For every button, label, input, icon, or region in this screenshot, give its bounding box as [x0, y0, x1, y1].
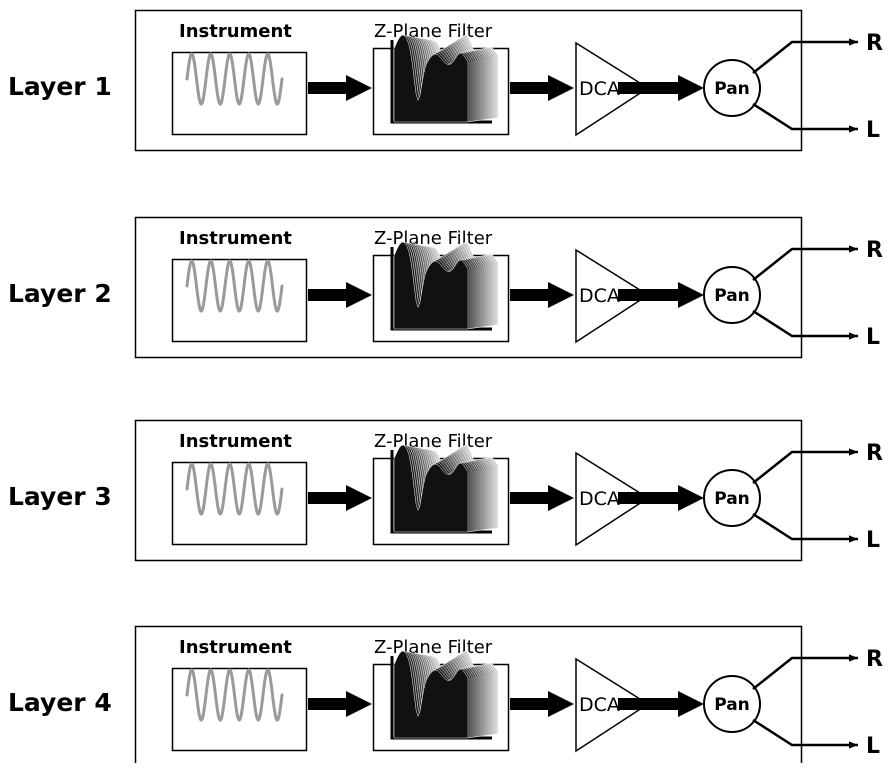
- arrow-dca-to-pan: [618, 282, 704, 308]
- sine-wave-icon: [185, 259, 284, 313]
- filter-label: Z-Plane Filter: [374, 637, 493, 658]
- filter-label: Z-Plane Filter: [374, 228, 493, 249]
- dca-label: DCA: [579, 78, 620, 100]
- arrow-filter-to-dca: [510, 75, 574, 101]
- arrow-instrument-to-filter: [308, 691, 372, 717]
- z-plane-surface-icon: [390, 241, 499, 331]
- instrument-box: [171, 667, 308, 752]
- arrow-filter-to-dca: [510, 485, 574, 511]
- filter-surface-slice: [393, 34, 469, 123]
- circle-pan-icon: [703, 675, 761, 733]
- triangle-amplifier-icon: [575, 41, 650, 137]
- left-output-arrow: [752, 718, 858, 749]
- circle-pan-icon: [703, 266, 761, 324]
- layer-label: Layer 2: [8, 279, 112, 308]
- layer-frame: [134, 216, 803, 359]
- filter-label: Z-Plane Filter: [374, 21, 493, 42]
- pan-label: Pan: [714, 286, 750, 306]
- right-output-label: R: [866, 31, 883, 56]
- sine-wave-icon: [185, 462, 284, 516]
- arrow-dca-to-pan: [618, 75, 704, 101]
- right-output-arrow: [752, 654, 858, 690]
- dca-label: DCA: [579, 285, 620, 307]
- pan-label: Pan: [714, 79, 750, 99]
- instrument-box: [171, 258, 308, 343]
- triangle-amplifier-icon: [575, 248, 650, 344]
- instrument-box: [171, 51, 308, 136]
- left-output-arrow: [752, 102, 858, 133]
- instrument-label: Instrument: [179, 431, 292, 452]
- pan-label: Pan: [714, 489, 750, 509]
- left-output-arrow: [752, 309, 858, 340]
- left-output-label: L: [866, 325, 880, 350]
- filter-surface-slice: [393, 444, 469, 533]
- circle-pan-icon: [703, 469, 761, 527]
- left-output-arrow: [752, 512, 858, 543]
- filter-surface-slice: [393, 241, 469, 330]
- z-plane-surface-icon: [390, 650, 499, 740]
- dca-label: DCA: [579, 488, 620, 510]
- right-output-arrow: [752, 448, 858, 484]
- arrow-dca-to-pan: [618, 485, 704, 511]
- triangle-amplifier-icon: [575, 657, 650, 753]
- filter-label: Z-Plane Filter: [374, 431, 493, 452]
- sine-wave-icon: [185, 52, 284, 106]
- circle-pan-icon: [703, 59, 761, 117]
- left-output-label: L: [866, 528, 880, 553]
- layer-label: Layer 3: [8, 482, 112, 511]
- arrow-dca-to-pan: [618, 691, 704, 717]
- right-output-label: R: [866, 238, 883, 263]
- arrow-filter-to-dca: [510, 282, 574, 308]
- dca-label: DCA: [579, 694, 620, 716]
- right-output-label: R: [866, 647, 883, 672]
- triangle-amplifier-icon: [575, 451, 650, 547]
- instrument-box: [171, 461, 308, 546]
- layer-label: Layer 1: [8, 72, 112, 101]
- instrument-label: Instrument: [179, 228, 292, 249]
- arrow-filter-to-dca: [510, 691, 574, 717]
- left-output-label: L: [866, 734, 880, 759]
- arrow-instrument-to-filter: [308, 485, 372, 511]
- pan-label: Pan: [714, 695, 750, 715]
- layer-label: Layer 4: [8, 688, 112, 717]
- arrow-instrument-to-filter: [308, 75, 372, 101]
- right-output-label: R: [866, 441, 883, 466]
- layer-frame: [134, 419, 803, 562]
- left-output-label: L: [866, 118, 880, 143]
- z-plane-surface-icon: [390, 444, 499, 534]
- z-plane-surface-icon: [390, 34, 499, 124]
- filter-surface-slice: [393, 650, 469, 739]
- right-output-arrow: [752, 245, 858, 281]
- arrow-instrument-to-filter: [308, 282, 372, 308]
- instrument-label: Instrument: [179, 21, 292, 42]
- instrument-label: Instrument: [179, 637, 292, 658]
- sine-wave-icon: [185, 668, 284, 722]
- right-output-arrow: [752, 38, 858, 74]
- layer-frame: [134, 9, 803, 152]
